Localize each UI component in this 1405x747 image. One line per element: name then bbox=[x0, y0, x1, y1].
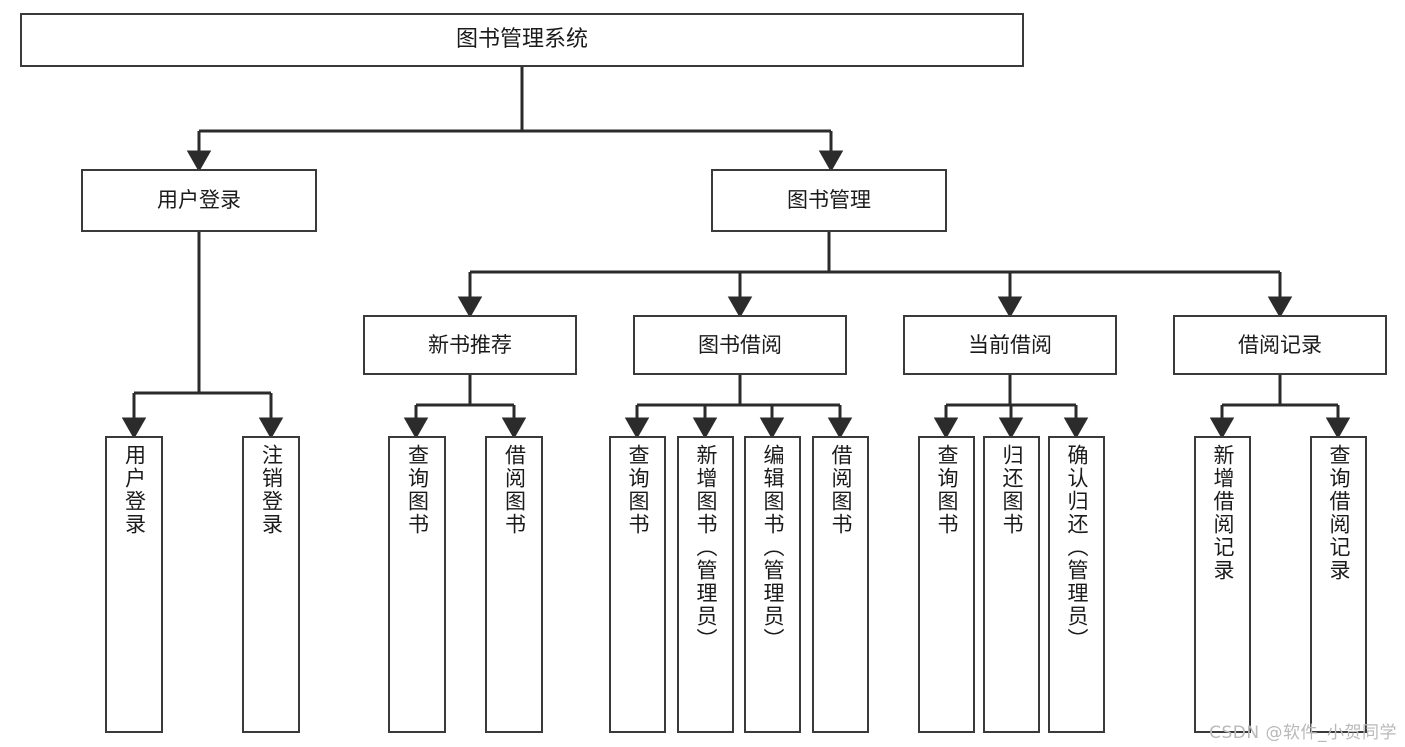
leaf-current-return-book[interactable]: 归还图书 bbox=[983, 436, 1040, 733]
leaf-record-add-record[interactable]: 新增借阅记录 bbox=[1194, 436, 1251, 733]
leaf-user-login-signout[interactable]: 注销登录 bbox=[242, 436, 300, 733]
node-label: 新书推荐 bbox=[428, 332, 512, 357]
node-label: 图书管理系统 bbox=[455, 27, 588, 53]
node-borrow-record[interactable]: 借阅记录 bbox=[1173, 315, 1387, 375]
node-label: 借阅图书 bbox=[502, 444, 527, 536]
leaf-record-query-record[interactable]: 查询借阅记录 bbox=[1310, 436, 1367, 733]
node-label: 新增借阅记录 bbox=[1211, 444, 1235, 582]
leaf-user-login-signin[interactable]: 用户登录 bbox=[105, 436, 163, 733]
node-book-borrow[interactable]: 图书借阅 bbox=[633, 315, 847, 375]
leaf-borrow-add-book-admin[interactable]: 新增图书（管理员） bbox=[677, 436, 734, 733]
node-label: 确认归还（管理员） bbox=[1065, 444, 1089, 651]
node-label: 查询图书 bbox=[935, 444, 959, 536]
leaf-borrow-query-book[interactable]: 查询图书 bbox=[609, 436, 666, 733]
leaf-borrow-borrow-book[interactable]: 借阅图书 bbox=[812, 436, 869, 733]
node-label: 借阅图书 bbox=[829, 444, 853, 536]
node-label: 查询借阅记录 bbox=[1327, 444, 1351, 582]
node-new-book-recommend[interactable]: 新书推荐 bbox=[363, 315, 577, 375]
node-label: 用户登录 bbox=[157, 188, 241, 213]
node-label: 用户登录 bbox=[122, 444, 147, 536]
leaf-borrow-edit-book-admin[interactable]: 编辑图书（管理员） bbox=[744, 436, 801, 733]
leaf-recommend-borrow-book[interactable]: 借阅图书 bbox=[485, 436, 543, 733]
node-book-management[interactable]: 图书管理 bbox=[711, 169, 947, 232]
node-label: 归还图书 bbox=[1000, 444, 1024, 536]
node-user-login[interactable]: 用户登录 bbox=[81, 169, 317, 232]
leaf-current-query-book[interactable]: 查询图书 bbox=[918, 436, 975, 733]
node-label: 图书借阅 bbox=[698, 332, 782, 357]
node-label: 图书管理 bbox=[787, 188, 871, 213]
node-label: 当前借阅 bbox=[968, 332, 1052, 357]
node-label: 借阅记录 bbox=[1238, 332, 1322, 357]
node-label: 注销登录 bbox=[259, 444, 284, 536]
node-current-borrow[interactable]: 当前借阅 bbox=[903, 315, 1117, 375]
leaf-recommend-query-book[interactable]: 查询图书 bbox=[388, 436, 446, 733]
watermark: CSDN @软件_小贺同学 bbox=[1209, 723, 1397, 743]
node-label: 查询图书 bbox=[626, 444, 650, 536]
node-root-system[interactable]: 图书管理系统 bbox=[20, 13, 1024, 67]
node-label: 编辑图书（管理员） bbox=[761, 444, 785, 651]
leaf-current-confirm-return-admin[interactable]: 确认归还（管理员） bbox=[1048, 436, 1105, 733]
node-label: 新增图书（管理员） bbox=[694, 444, 718, 651]
node-label: 查询图书 bbox=[405, 444, 430, 536]
